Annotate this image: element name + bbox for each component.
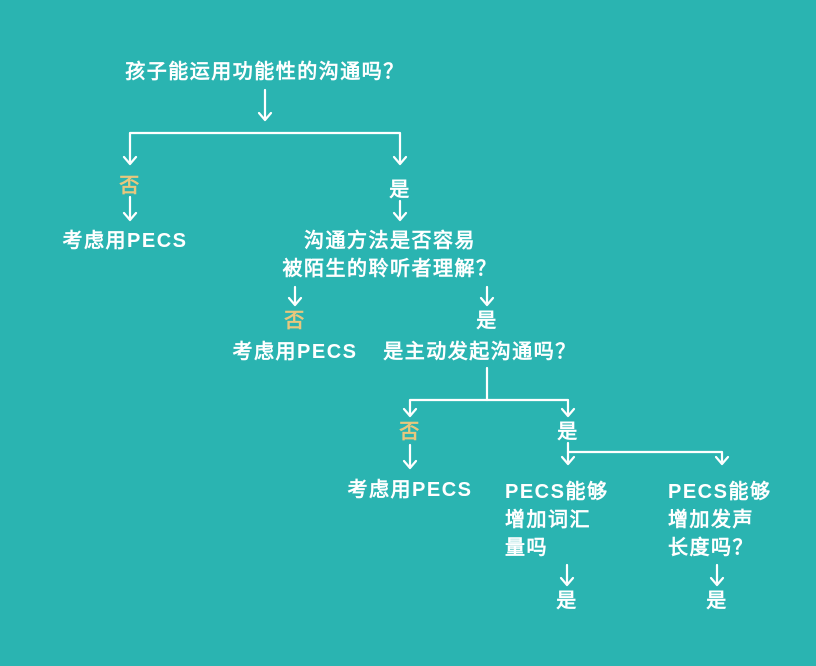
branch-root-split [122, 131, 408, 166]
outcome-consider-pecs-3: 考虑用PECS [347, 479, 473, 501]
arrow-no1-to-pecs [122, 195, 138, 222]
arrow-q2-to-no2 [287, 285, 303, 307]
arrow-q4b-to-yes [709, 563, 725, 587]
label-no-1: 否 [119, 175, 141, 197]
label-yes-1: 是 [389, 179, 411, 201]
question-understood-by-strangers: 沟通方法是否容易 被陌生的聆听者理解？ [283, 227, 498, 283]
question-understood-line2: 被陌生的聆听者理解？ [282, 258, 498, 280]
label-no-2: 否 [284, 310, 306, 332]
question-vocalization-line1: PECS能够 [668, 481, 772, 503]
label-yes-2: 是 [476, 310, 498, 332]
question-vocabulary-line3: 量吗 [505, 537, 548, 559]
arrow-no3-to-pecs [402, 443, 418, 470]
question-vocabulary-line2: 增加词汇 [505, 509, 591, 531]
question-vocalization-line3: 长度吗？ [668, 537, 754, 559]
outcome-consider-pecs-1: 考虑用PECS [62, 230, 188, 252]
arrow-root-stem [257, 88, 273, 122]
branch-yes3-split [560, 441, 730, 466]
question-pecs-increase-vocalization: PECS能够 增加发声 长度吗？ [668, 478, 771, 562]
question-vocalization-line2: 增加发声 [668, 509, 754, 531]
question-functional-communication: 孩子能运用功能性的沟通吗？ [125, 61, 405, 83]
label-yes-vocalization: 是 [706, 590, 728, 612]
label-yes-vocabulary: 是 [556, 590, 578, 612]
question-pecs-increase-vocabulary: PECS能够 增加词汇 量吗 [505, 478, 608, 562]
arrow-yes1-to-q2 [392, 199, 408, 222]
outcome-consider-pecs-2: 考虑用PECS [232, 341, 358, 363]
label-no-3: 否 [399, 421, 421, 443]
question-initiates-communication: 是主动发起沟通吗？ [383, 341, 577, 363]
label-yes-3: 是 [557, 421, 579, 443]
branch-q3-split [402, 366, 576, 418]
question-understood-line1: 沟通方法是否容易 [304, 230, 476, 252]
arrow-q2-to-yes2 [479, 285, 495, 307]
arrow-q4a-to-yes [559, 563, 575, 587]
question-vocabulary-line1: PECS能够 [505, 481, 609, 503]
